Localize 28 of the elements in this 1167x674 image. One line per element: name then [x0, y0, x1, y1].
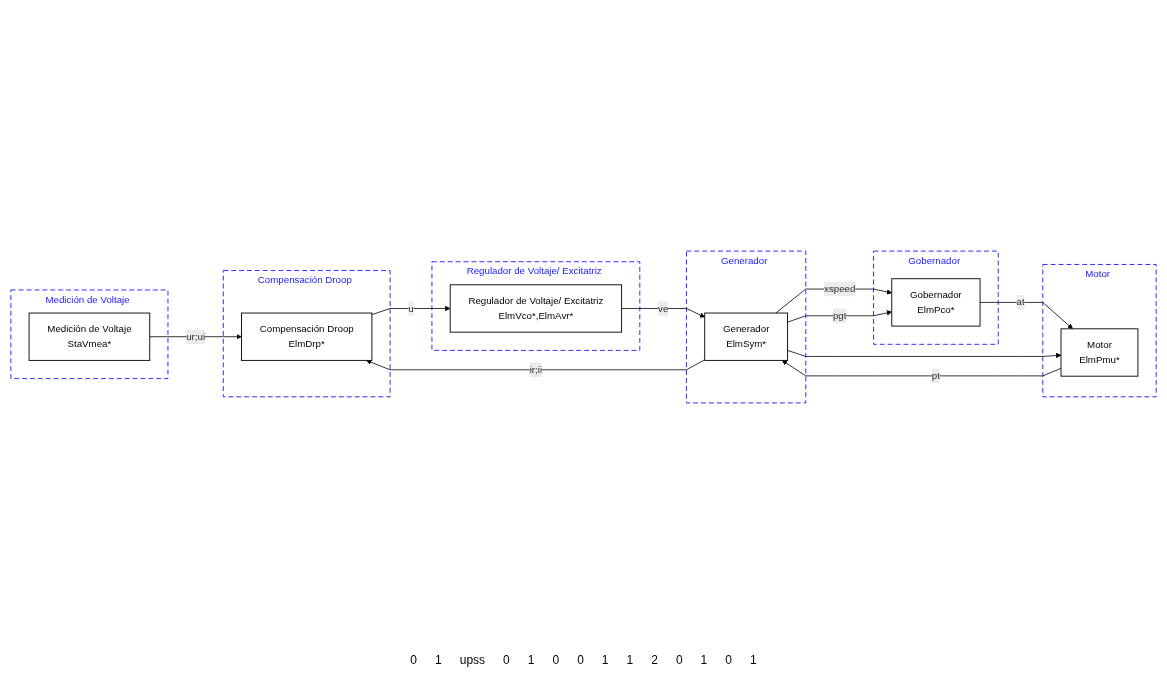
edge-label: xspeed: [824, 283, 856, 294]
node-box: Compensación Droop ElmDrp*: [241, 312, 373, 361]
edge-label: ir;ii: [529, 364, 543, 375]
port-label: 0: [409, 652, 419, 668]
port-label: 0: [576, 652, 585, 668]
port-label: 1: [526, 652, 536, 668]
port-label: 1: [748, 652, 758, 668]
edge-label: ve: [658, 303, 669, 314]
port-label: 2: [650, 652, 659, 668]
port-label: 1: [434, 652, 443, 668]
port-label: 1: [699, 652, 709, 668]
port-label: 1: [625, 652, 635, 668]
node-box: Generador ElmSym*: [704, 312, 789, 361]
port-label: 0: [502, 652, 511, 668]
node-box: Motor ElmPmu*: [1060, 328, 1139, 377]
port-label: upss: [458, 652, 487, 668]
edge-label: ur;ui: [186, 331, 206, 342]
edge-label: at: [1016, 296, 1025, 308]
node-box: Medición de Voltaje StaVmea*: [28, 312, 151, 361]
port-label: 1: [600, 652, 610, 668]
edge-label: u: [408, 303, 414, 314]
edge-label: pgt: [832, 310, 847, 321]
port-label: 0: [551, 652, 561, 668]
edge-label: pt: [931, 370, 940, 381]
port-label: 0: [674, 652, 684, 668]
node-box: Regulador de Voltaje/ Excitatriz ElmVco*,ElmAvr*: [449, 284, 623, 333]
node-box: Gobernador ElmPco*: [891, 278, 981, 327]
port-label: 0: [724, 652, 733, 668]
